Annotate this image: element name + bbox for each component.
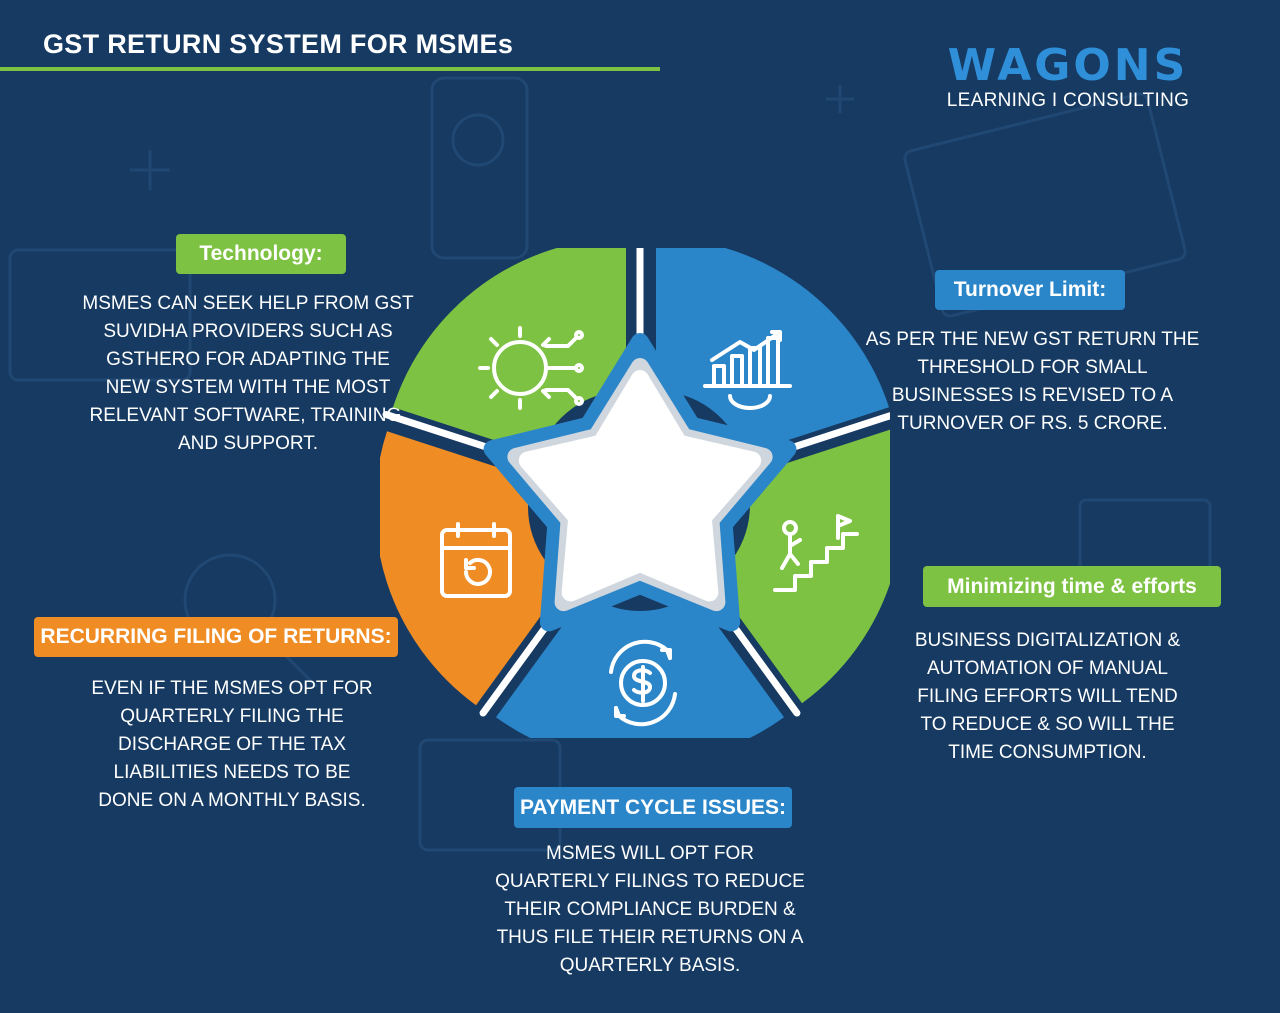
recurring-filing-description: EVEN IF THE MSMES OPT FOR QUARTERLY FILI… — [91, 678, 373, 811]
stairs-climber-flag-icon — [773, 514, 859, 592]
cycle-diagram — [380, 248, 890, 738]
segments-group — [380, 248, 890, 738]
logo-tagline: LEARNING I CONSULTING — [946, 90, 1190, 111]
recurring-filing-label: RECURRING FILING OF RETURNS: — [34, 617, 398, 657]
star-group — [483, 333, 797, 632]
turnover-limit-label: Turnover Limit: — [935, 270, 1125, 310]
segment-payment — [495, 593, 785, 738]
monitor-decoration-icon — [8, 248, 192, 382]
logo-wordmark: WAGONS — [947, 40, 1189, 91]
icons-group — [440, 326, 859, 727]
minimizing-description: BUSINESS DIGITALIZATION & AUTOMATION OF … — [914, 630, 1181, 763]
star-center — [518, 370, 762, 602]
turnover-limit-description: AS PER THE NEW GST RETURN THE THRESHOLD … — [865, 329, 1200, 434]
payment-cycle-label-text: PAYMENT CYCLE ISSUES: — [519, 795, 787, 819]
gear-circuit-icon — [478, 326, 584, 410]
technology-description: MSMES CAN SEEK HELP FROM GST SUVIDHA PRO… — [82, 293, 414, 454]
payment-cycle-label: PAYMENT CYCLE ISSUES: — [514, 787, 792, 828]
title-underline — [0, 67, 660, 71]
recurring-filing-label-text: RECURRING FILING OF RETURNS: — [40, 625, 392, 648]
segment-technology — [392, 248, 626, 455]
plus-decoration-icon-2 — [826, 85, 854, 113]
payment-cycle-description: MSMES WILL OPT FOR QUARTERLY FILINGS TO … — [495, 843, 805, 976]
page-title: GST RETURN SYSTEM FOR MSMEs — [43, 29, 514, 59]
pie-decoration-icon — [451, 113, 505, 167]
segment-turnover — [656, 248, 890, 455]
turnover-limit-label-text: Turnover Limit: — [953, 278, 1107, 301]
technology-label: Technology: — [176, 234, 346, 274]
minimizing-label: Minimizing time & efforts — [923, 566, 1221, 607]
bar-chart-growth-icon — [703, 330, 792, 410]
plus-decoration-icon — [130, 150, 170, 190]
dollar-cycle-icon — [609, 639, 677, 727]
technology-label-text: Technology: — [199, 242, 323, 265]
phone-decoration-icon — [430, 76, 529, 260]
logo: WAGONS LEARNING I CONSULTING — [917, 44, 1219, 112]
calendar-refresh-icon — [440, 522, 512, 598]
minimizing-label-text: Minimizing time & efforts — [947, 574, 1197, 598]
